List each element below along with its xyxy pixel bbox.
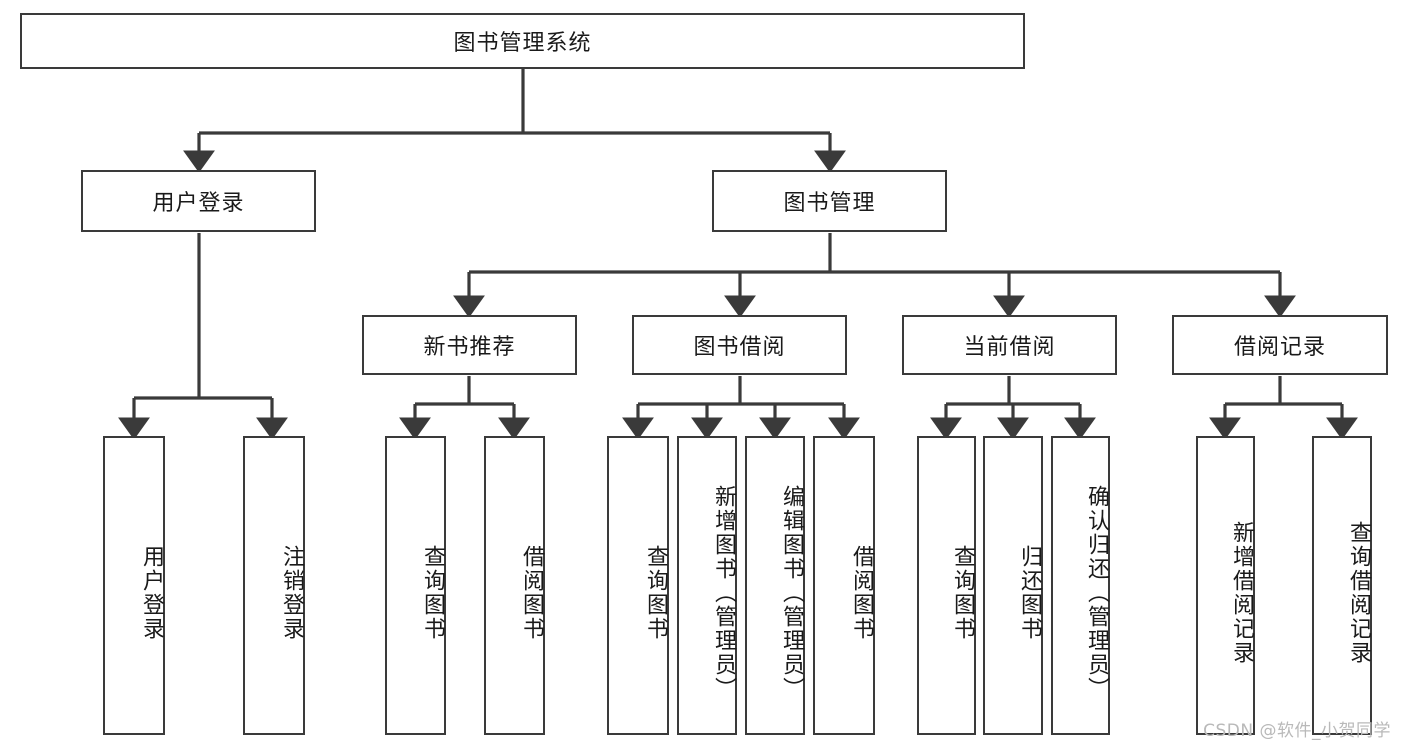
- node-label: 查询图书: [420, 544, 445, 641]
- node-label: 新增图书（管理员）: [711, 484, 736, 701]
- node-current-borrow[interactable]: 当前借阅: [902, 315, 1117, 375]
- node-label: 借阅图书: [849, 544, 874, 641]
- leaf-edit-book-admin[interactable]: 编辑图书（管理员）: [745, 436, 805, 735]
- node-label: 借阅图书: [519, 544, 544, 641]
- node-book-borrow[interactable]: 图书借阅: [632, 315, 847, 375]
- leaf-return-book[interactable]: 归还图书: [983, 436, 1043, 735]
- leaf-add-borrow-record[interactable]: 新增借阅记录: [1196, 436, 1255, 735]
- node-root-library-system[interactable]: 图书管理系统: [20, 13, 1025, 69]
- node-label: 图书管理系统: [453, 31, 592, 56]
- leaf-user-login[interactable]: 用户登录: [103, 436, 165, 735]
- node-label: 新书推荐: [423, 335, 516, 360]
- leaf-query-book-recommend[interactable]: 查询图书: [385, 436, 446, 735]
- node-label: 用户登录: [152, 191, 245, 216]
- node-label: 图书借阅: [693, 335, 786, 360]
- node-label: 注销登录: [279, 544, 304, 641]
- leaf-borrow-book-recommend[interactable]: 借阅图书: [484, 436, 545, 735]
- leaf-query-book-borrow[interactable]: 查询图书: [607, 436, 669, 735]
- node-label: 图书管理: [783, 191, 876, 216]
- node-user-login[interactable]: 用户登录: [81, 170, 316, 232]
- node-borrow-record[interactable]: 借阅记录: [1172, 315, 1388, 375]
- node-label: 确认归还（管理员）: [1084, 484, 1109, 701]
- node-label: 新增借阅记录: [1229, 520, 1254, 665]
- node-label: 归还图书: [1017, 544, 1042, 641]
- node-label: 编辑图书（管理员）: [779, 484, 804, 701]
- node-label: 借阅记录: [1233, 335, 1326, 360]
- node-label: 查询图书: [950, 544, 975, 641]
- node-book-management[interactable]: 图书管理: [712, 170, 947, 232]
- leaf-borrow-book[interactable]: 借阅图书: [813, 436, 875, 735]
- leaf-query-borrow-record[interactable]: 查询借阅记录: [1312, 436, 1372, 735]
- node-label: 用户登录: [139, 544, 164, 641]
- leaf-confirm-return-admin[interactable]: 确认归还（管理员）: [1051, 436, 1110, 735]
- node-label: 当前借阅: [963, 335, 1056, 360]
- leaf-logout[interactable]: 注销登录: [243, 436, 305, 735]
- node-label: 查询图书: [643, 544, 668, 641]
- leaf-query-book-current[interactable]: 查询图书: [917, 436, 976, 735]
- leaf-add-book-admin[interactable]: 新增图书（管理员）: [677, 436, 737, 735]
- node-new-book-recommend[interactable]: 新书推荐: [362, 315, 577, 375]
- node-label: 查询借阅记录: [1346, 520, 1371, 665]
- watermark-text: CSDN @软件_小贺同学: [1203, 721, 1391, 741]
